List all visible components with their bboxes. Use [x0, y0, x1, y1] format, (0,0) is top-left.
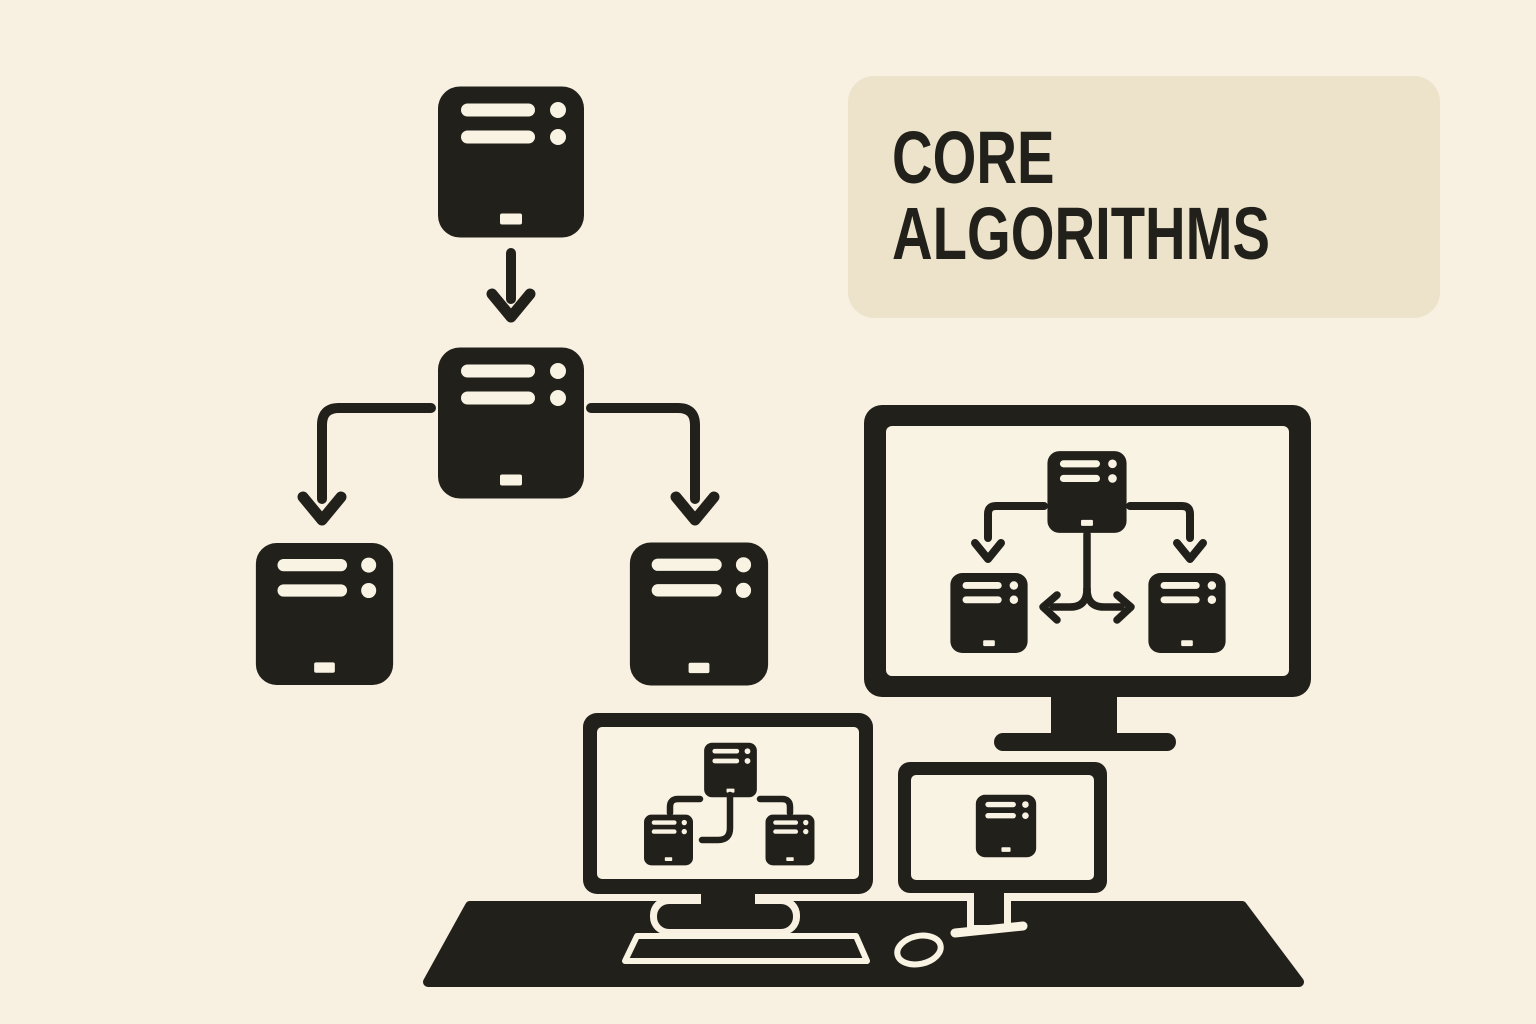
large-monitor-stand	[1051, 694, 1117, 736]
branch-arrow-left-icon	[297, 403, 436, 526]
connector-right	[756, 795, 794, 817]
keyboard-icon	[622, 933, 870, 964]
server-icon	[1148, 573, 1226, 653]
title-card: CORE ALGORITHMS	[848, 76, 1440, 318]
small-monitor-stand	[974, 888, 1004, 925]
title-line-1: CORE	[892, 116, 1055, 199]
large-monitor-icon	[864, 405, 1311, 751]
large-monitor-base	[994, 733, 1176, 751]
pen-icon	[950, 921, 1028, 938]
root-server-icon	[438, 86, 584, 238]
medium-screen-server-tree	[644, 742, 815, 866]
large-screen-server-tree	[950, 451, 1226, 653]
server-icon	[950, 573, 1028, 653]
server-icon	[765, 814, 815, 866]
split-arrow-icon	[1039, 530, 1135, 624]
arrow-down-icon	[486, 248, 536, 323]
medium-monitor-icon	[583, 713, 873, 935]
branch-arrow-right-icon	[586, 403, 720, 526]
left-child-server-icon	[255, 543, 394, 685]
server-icon	[975, 794, 1037, 858]
server-icon	[1047, 451, 1127, 533]
main-server-tree	[255, 86, 769, 686]
connector-center	[698, 791, 734, 844]
branch-arrow-right-icon	[1126, 502, 1207, 563]
medium-monitor-base	[657, 904, 793, 929]
server-icon	[704, 742, 757, 798]
right-child-server-icon	[629, 542, 769, 686]
middle-server-icon	[438, 347, 584, 499]
connector-left	[666, 795, 704, 817]
desk-icon	[423, 901, 1304, 987]
mouse-icon	[894, 932, 944, 968]
small-monitor-icon	[898, 762, 1107, 928]
title-line-2: ALGORITHMS	[892, 192, 1271, 275]
title-text: CORE ALGORITHMS	[892, 120, 1270, 272]
branch-arrow-left-icon	[971, 502, 1048, 563]
server-icon	[644, 814, 693, 866]
